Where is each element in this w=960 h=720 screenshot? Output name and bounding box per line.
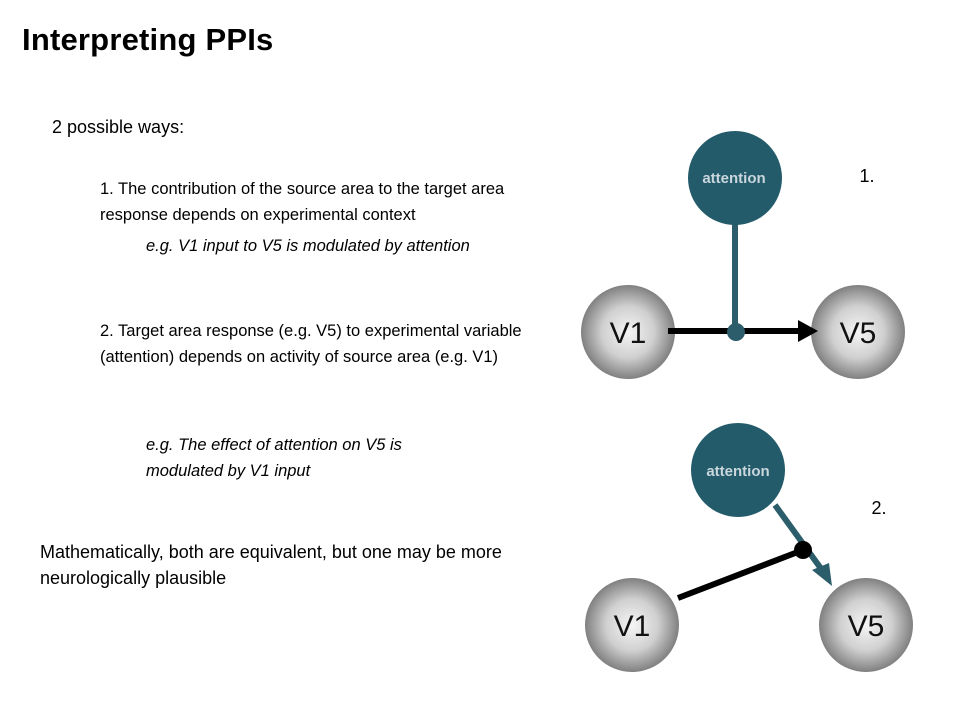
junction-dot (727, 323, 745, 341)
source-line (676, 547, 805, 601)
node-v1 (585, 578, 679, 672)
attention-label: attention (706, 463, 769, 480)
node-attention (691, 423, 785, 517)
v5-label: V5 (840, 317, 877, 350)
way-2-text: 2. Target area response (e.g. V5) to exp… (100, 322, 522, 366)
way-2-example: e.g. The effect of attention on V5 is mo… (146, 436, 402, 480)
diagram-number: 1. (859, 166, 874, 186)
v1-label: V1 (610, 317, 647, 350)
diagram-1: V1 V5 attention 1. (581, 131, 905, 379)
modulated-arrow (772, 503, 825, 572)
way-1-text: 1. The contribution of the source area t… (100, 180, 505, 224)
v1-label: V1 (614, 610, 651, 643)
arrowhead (812, 563, 832, 586)
node-v5 (819, 578, 913, 672)
intro-text: 2 possible ways: (52, 117, 185, 137)
v5-label: V5 (848, 610, 885, 643)
way-1-example: e.g. V1 input to V5 is modulated by atte… (146, 237, 470, 255)
junction-dot (794, 541, 812, 559)
node-attention (688, 131, 782, 225)
page-title: Interpreting PPIs (22, 22, 274, 57)
node-v1 (581, 285, 675, 379)
conclusion-text: Mathematically, both are equivalent, but… (40, 542, 502, 588)
diagram-number: 2. (871, 498, 886, 518)
arrowhead (798, 320, 818, 342)
attention-label: attention (702, 170, 765, 187)
node-v5 (811, 285, 905, 379)
diagram-2: V1 V5 attention 2. (585, 423, 913, 672)
